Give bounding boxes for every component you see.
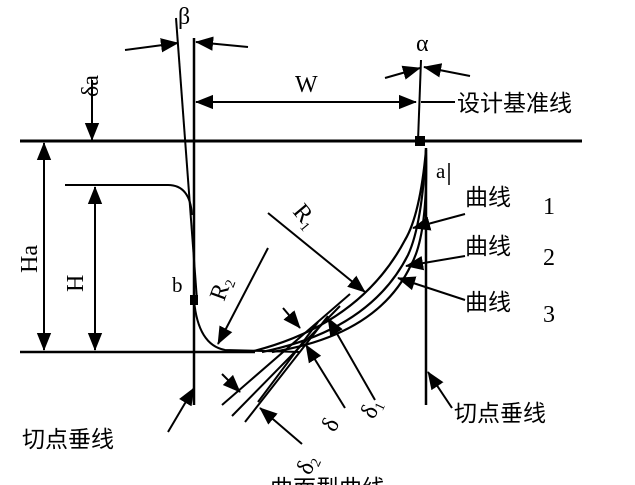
label-delta-group: δ <box>317 414 345 435</box>
label-curve3-num: 3 <box>543 302 555 328</box>
label-curve3: 曲线 <box>465 290 511 316</box>
svg-text:δ1: δ1 <box>356 395 389 423</box>
curve-1 <box>249 149 428 354</box>
alpha-angle-line <box>417 59 422 142</box>
label-r1-group: R1 <box>286 199 322 235</box>
beta-arrow-left <box>124 38 179 53</box>
delta-arrow <box>305 344 346 409</box>
beta-arrow-right <box>195 36 249 51</box>
curve3-leader <box>397 276 466 301</box>
label-delta: δ <box>317 414 345 435</box>
delta1-arrow <box>327 317 376 401</box>
svg-text:R2: R2 <box>205 274 239 305</box>
label-tangent-right: 切点垂线 <box>454 401 546 427</box>
tangent-left-leader <box>167 387 195 433</box>
small-dim-tick-2 <box>221 373 241 393</box>
svg-text:R1: R1 <box>286 199 322 235</box>
thickness-line-4 <box>257 321 319 403</box>
label-point-b: b <box>172 273 183 297</box>
label-curve2-num: 2 <box>543 245 555 271</box>
point-b-marker <box>190 295 198 305</box>
tangent-right-leader <box>427 371 453 409</box>
label-bottom-caption: 曲面型曲线 <box>270 476 385 485</box>
label-r2-sub: 2 <box>223 278 239 290</box>
r1-radius-line <box>267 212 366 293</box>
left-bottom-curve <box>193 299 301 353</box>
delta2-arrow <box>259 407 303 445</box>
label-w: W <box>295 72 318 98</box>
label-r2-group: R2 <box>205 274 239 305</box>
curve1-leader <box>412 213 466 231</box>
beta-angle-line <box>175 17 198 301</box>
label-delta-a: δa <box>78 75 104 97</box>
label-h: H <box>63 275 89 292</box>
thickness-line-3 <box>244 315 329 423</box>
label-curve1: 曲线 <box>465 185 511 211</box>
curve-2 <box>261 149 428 354</box>
curve2-leader <box>405 255 466 271</box>
label-curve2: 曲线 <box>465 234 511 260</box>
thickness-line-1 <box>221 293 351 406</box>
alpha-arrow-left <box>384 65 421 80</box>
small-dim-tick-1 <box>282 307 301 329</box>
r2-radius-line <box>217 247 269 345</box>
alpha-arrow-right <box>423 63 471 78</box>
label-beta: β <box>178 4 190 30</box>
label-alpha: α <box>416 31 429 57</box>
h-leader <box>65 184 193 216</box>
label-ha: Ha <box>17 245 43 273</box>
label-point-a: a <box>436 159 446 183</box>
point-a-marker <box>415 136 425 146</box>
label-tangent-left: 切点垂线 <box>22 427 114 453</box>
label-design-baseline: 设计基准线 <box>457 91 572 117</box>
label-delta1-group: δ1 <box>356 395 389 423</box>
label-curve1-num: 1 <box>543 194 555 220</box>
